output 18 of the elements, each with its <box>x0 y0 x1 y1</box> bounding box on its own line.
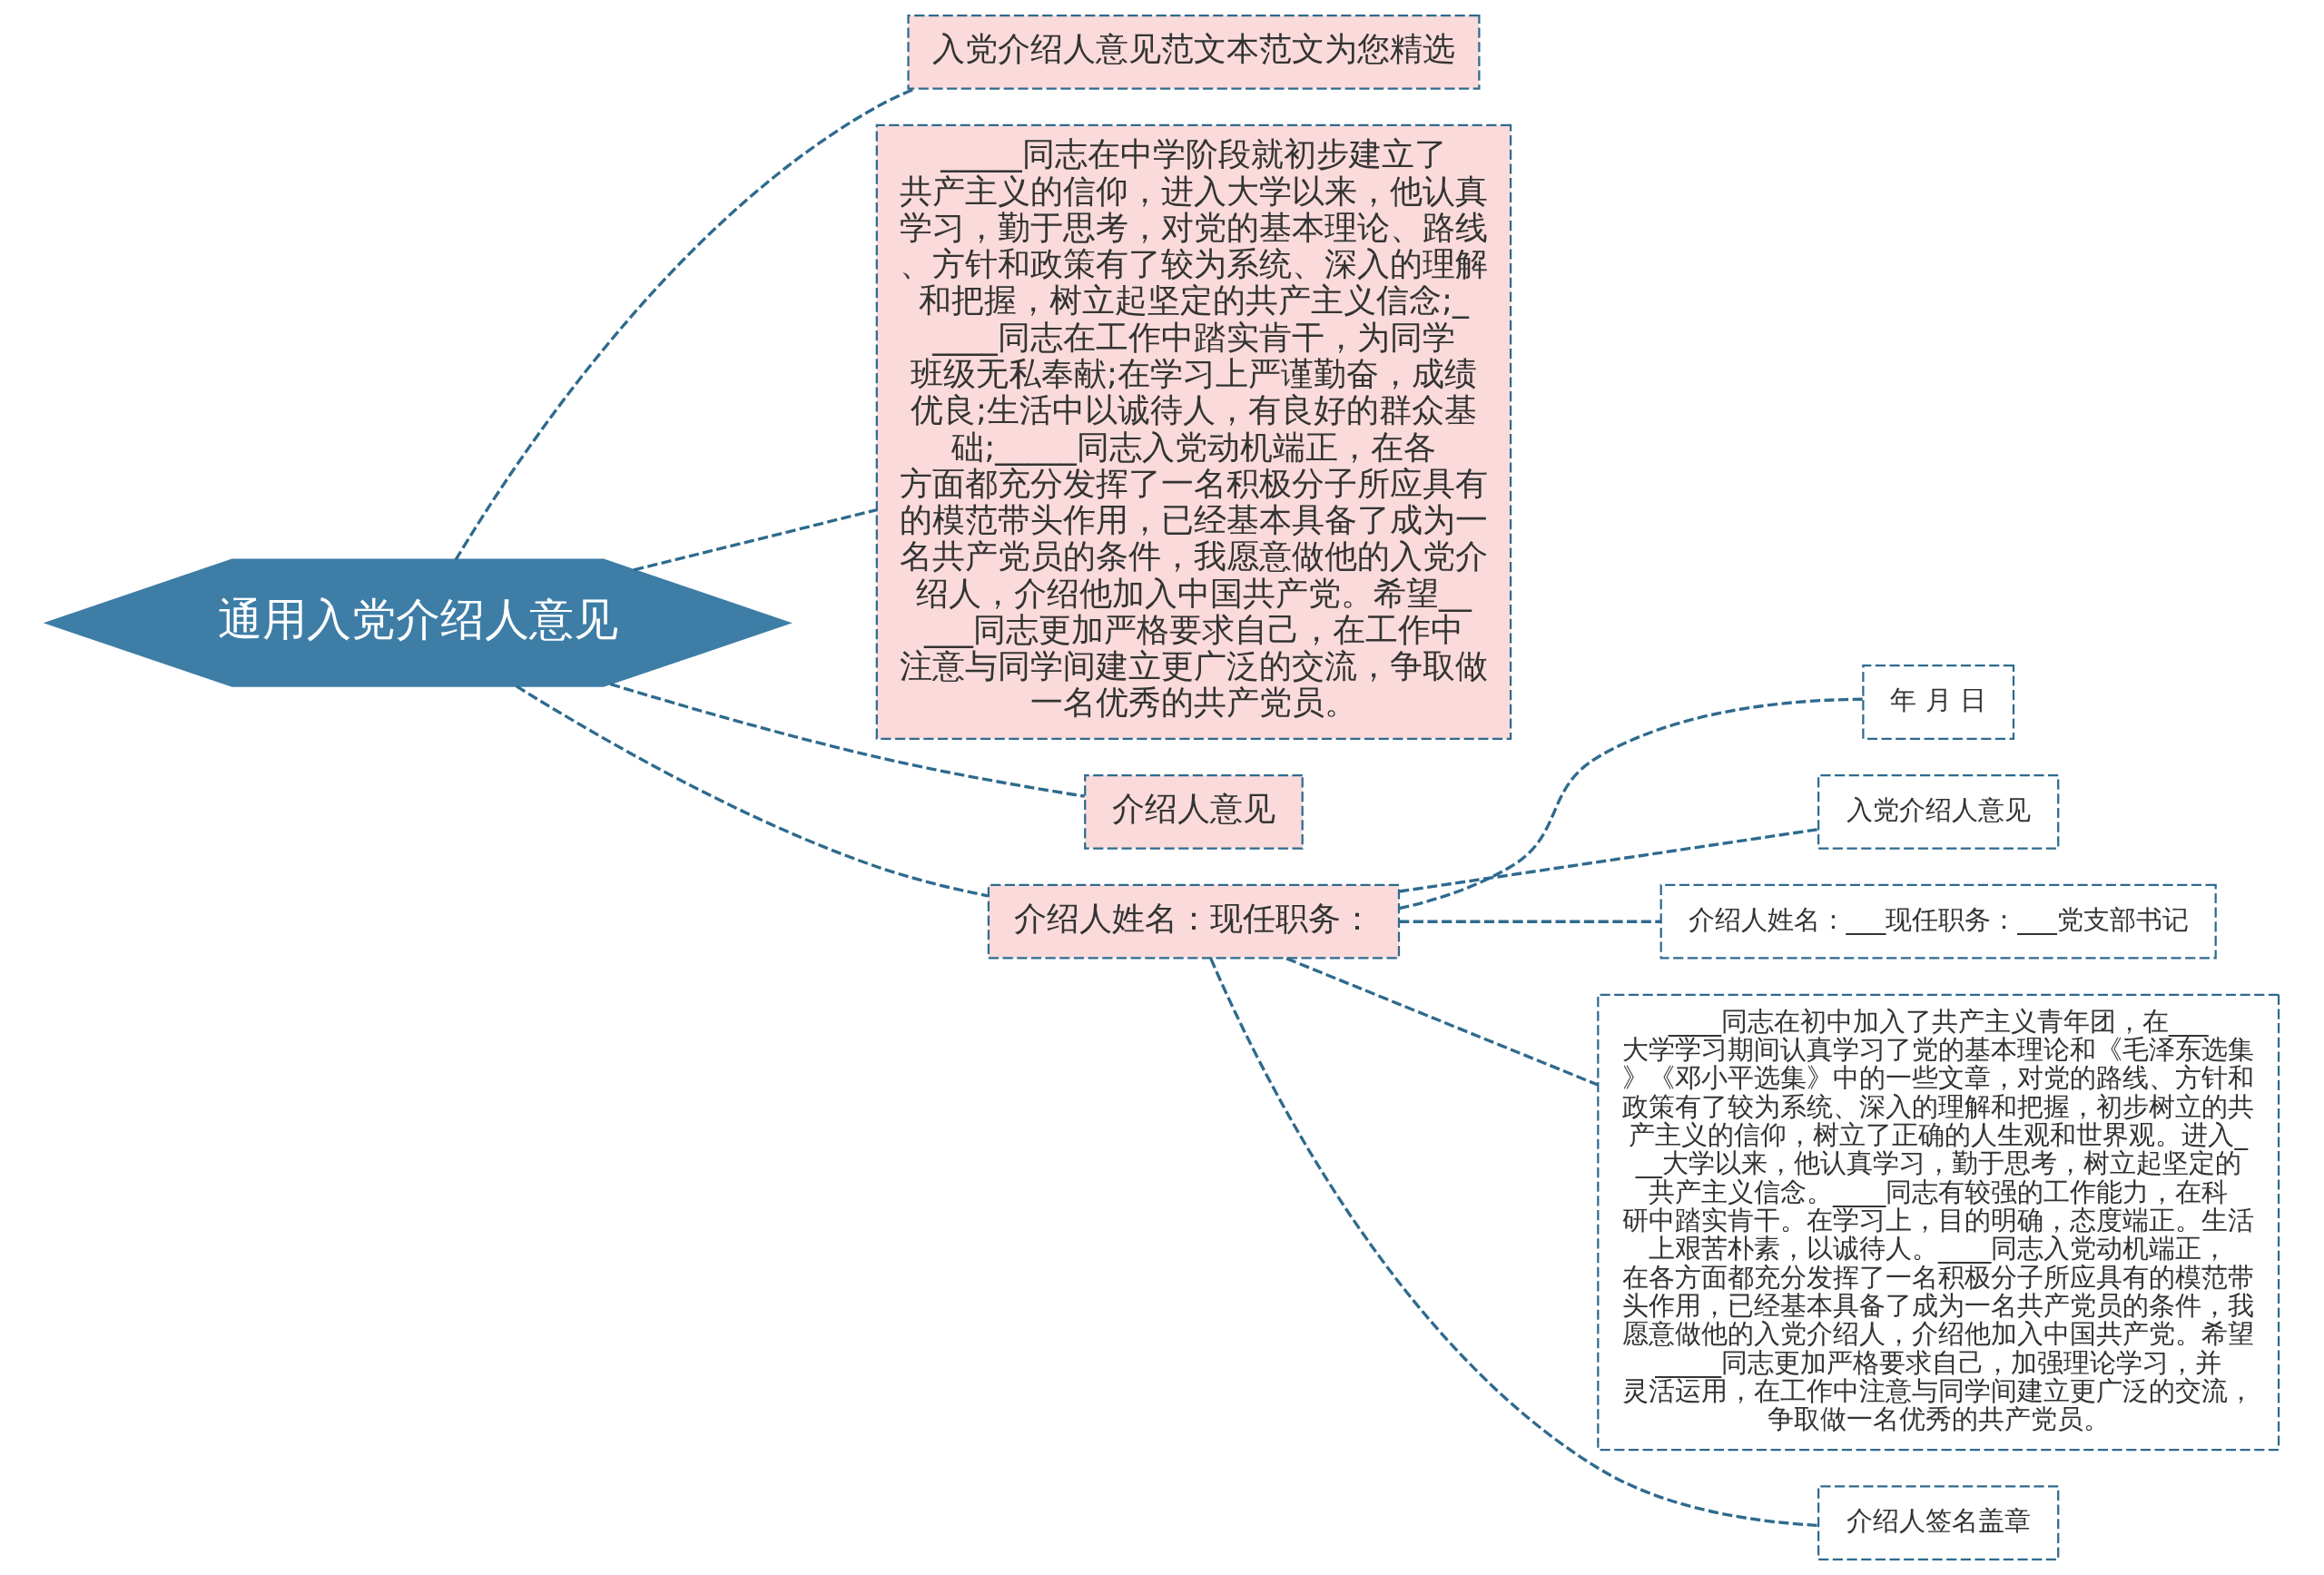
node-box: 入党介绍人意见范文本范文为您精选 <box>906 14 1480 90</box>
node-box: 年 月 日 <box>1861 664 2014 740</box>
node-box: 介绍人姓名：现任职务： <box>987 883 1400 960</box>
connector <box>454 87 915 561</box>
connector <box>633 508 876 572</box>
connector <box>1398 827 1818 893</box>
connector <box>515 684 988 898</box>
node-box: 介绍人签名盖章 <box>1817 1485 2059 1561</box>
node-box: 介绍人意见 <box>1083 773 1304 850</box>
node-box: 入党介绍人意见 <box>1817 773 2059 850</box>
connector <box>1285 957 1599 1087</box>
node-box: 介绍人姓名：___现任职务：___党支部书记 <box>1659 883 2217 960</box>
connector <box>1398 920 1660 923</box>
connector <box>1398 697 1863 911</box>
node-box: ____同志在初中加入了共产主义青年团，在___大学学习期间认真学习了党的基本理论和《毛泽东选集》《邓小平选集》中的一些文章，对党的路线、方针和政策有了较为系统、深入的理解和把握，初步树立的共产主义的信仰，树立了正确的人生观和世界观。进入___大学以来，他认真学习，勤于思考，树立起坚定的共产主义信念。____同志有较强的工作能力，在科研中踏实肯干。在学习上，目的明确，态度端正。生活上艰苦朴素，以诚待人。____同志入党动机端正，在各方面都充分发挥了一名积极分子所应具有的模范带头作用，已经基本具备了成为一名共产党员的条件，我愿意做他的入党介绍人，介绍他加入中国共产党。希望_____同志更加严格要求自己，加强理论学习，并灵活运用，在工作中注意与同学间建立更广泛的交流，争取做一名优秀的共产党员。 <box>1596 993 2280 1452</box>
connector <box>609 682 1085 798</box>
node-box: _____同志在中学阶段就初步建立了共产主义的信仰，进入大学以来，他认真学习，勤于思考，对党的基本理论、路线、方针和政策有了较为系统、深入的理解和把握，树立起坚定的共产主义信念;_____同志在工作中踏实肯干，为同学班级无私奉献;在学习上严谨勤奋，成绩优良;生活中以诚待人，有良好的群众基础;_____同志入党动机端正，在各方面都充分发挥了一名积极分子所应具有的模范带头作用，已经基本具备了成为一名共产党员的条件，我愿意做他的入党介绍人，介绍他加入中国共产党。希望_____同志更加严格要求自己，在工作中注意与同学间建立更广泛的交流，争取做一名优秀的共产党员。 <box>875 123 1512 740</box>
connector <box>1208 958 1818 1528</box>
